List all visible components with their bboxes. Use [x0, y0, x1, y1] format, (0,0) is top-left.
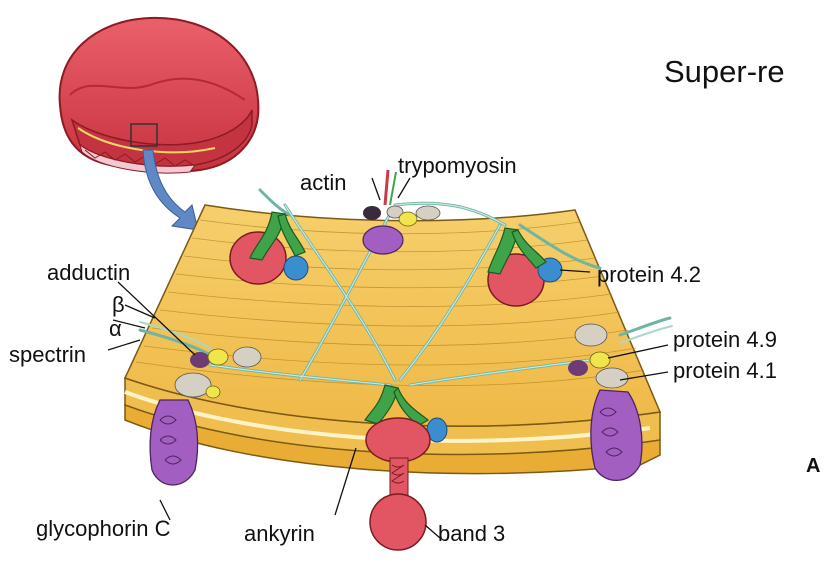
red-blood-cell [60, 18, 259, 173]
label-alpha: α [109, 318, 122, 340]
label-spectrin: spectrin [9, 344, 86, 366]
label-protein-4-9: protein 4.9 [673, 329, 777, 351]
slide-title: Super-re [664, 56, 785, 87]
label-protein-4-2: protein 4.2 [597, 264, 701, 286]
label-ankyrin: ankyrin [244, 523, 315, 545]
label-protein-4-1: protein 4.1 [673, 360, 777, 382]
label-beta: β [112, 294, 125, 316]
label-actin: actin [300, 172, 346, 194]
label-adductin: adductin [47, 262, 130, 284]
label-trypomyosin: trypomyosin [398, 155, 517, 177]
label-band-3: band 3 [438, 523, 505, 545]
label-glycophorin-c: glycophorin C [36, 518, 171, 540]
figure-letter: A [806, 455, 820, 478]
